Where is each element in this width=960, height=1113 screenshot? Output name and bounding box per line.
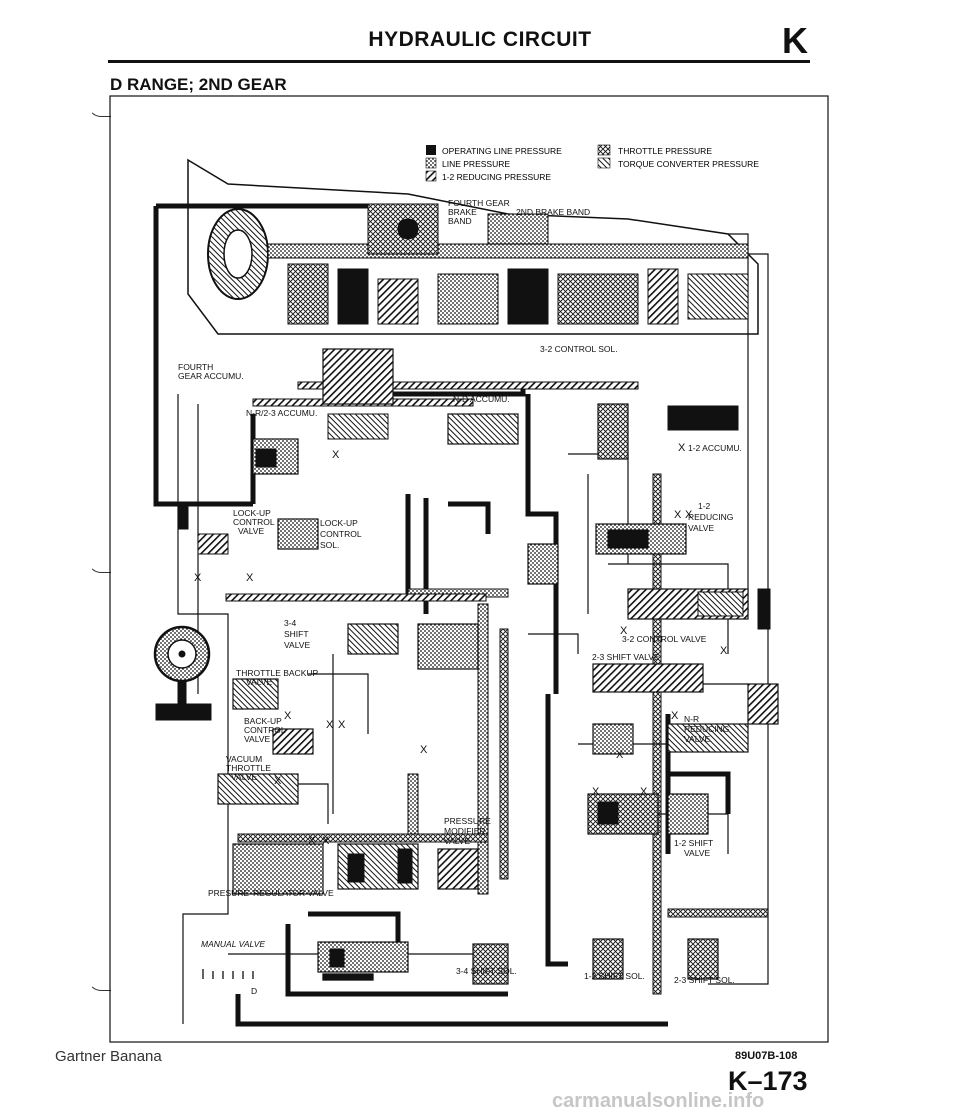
legend-label-line: LINE PRESSURE <box>442 159 510 169</box>
legend-swatch-fine <box>597 157 611 169</box>
label-fourth-accumu-2: GEAR ACCUMU. <box>178 371 244 381</box>
footer-credit: Gartner Banana <box>55 1048 162 1065</box>
svg-text:X: X <box>308 835 316 847</box>
header-rule <box>108 60 810 63</box>
section-letter: K <box>782 20 808 61</box>
label-vacuum-throttle-c: VALVE <box>231 772 257 782</box>
label-3-4-shift-a: 3-4 <box>284 618 297 628</box>
label-lockup-valve-a: LOCK-UP <box>233 508 271 518</box>
label-nd-accumu: N-D ACCUMU. <box>453 394 510 404</box>
label-3-4-shift-b: SHIFT <box>284 629 309 639</box>
label-pressure-modifier-b: MODIFIER <box>444 826 486 836</box>
label-1-2-reducing-b: REDUCING <box>688 512 733 522</box>
label-1-2-accumu: 1-2 ACCUMU. <box>688 443 742 453</box>
label-nr-reducing-c: VALVE <box>684 734 710 744</box>
legend-swatch-dots <box>425 157 437 169</box>
label-pressure-modifier-c: VALVE <box>444 836 470 846</box>
label-lockup-valve-c: VALVE <box>238 526 264 536</box>
label-vacuum-throttle-b: THROTTLE <box>226 763 271 773</box>
label-fourth-gear: FOURTH GEAR <box>448 198 510 208</box>
svg-text:X: X <box>592 786 600 798</box>
legend-label-converter: TORQUE CONVERTER PRESSURE <box>618 159 759 169</box>
binding-mark <box>88 104 111 117</box>
figure-code: 89U07B-108 <box>735 1050 798 1062</box>
svg-text:X: X <box>420 744 428 756</box>
section-title: D RANGE; 2ND GEAR <box>110 75 287 94</box>
label-vacuum-throttle-a: VACUUM <box>226 754 262 764</box>
label-3-2-control-sol: 3-2 CONTROL SOL. <box>540 344 618 354</box>
transmission-cutaway <box>187 158 759 335</box>
svg-text:X: X <box>274 775 282 787</box>
svg-text:X: X <box>720 645 728 657</box>
page-number: K–173 <box>728 1066 808 1096</box>
label-1-2-reducing-c: VALVE <box>688 523 714 533</box>
component-labels: FOURTH GEAR BRAKE BAND 2ND BRAKE BAND FO… <box>178 198 742 996</box>
label-nr-reducing-b: REDUCING <box>684 724 729 734</box>
label-nr-reducing-a: N-R <box>684 714 699 724</box>
label-backup-control-c: VALVE <box>244 734 270 744</box>
label-3-4-shift-c: VALVE <box>284 640 310 650</box>
svg-text:X: X <box>671 710 679 722</box>
label-2nd-brake-band: 2ND BRAKE BAND <box>516 207 590 217</box>
label-pressure-regulator-b: REGULATOR VALVE <box>253 888 334 898</box>
hydraulic-circuit-diagram: OPERATING LINE PRESSURE LINE PRESSURE 1-… <box>109 95 829 1043</box>
svg-text:X: X <box>284 710 292 722</box>
svg-text:X: X <box>674 509 682 521</box>
valve-bodies <box>177 348 779 985</box>
binding-mark <box>88 978 111 991</box>
svg-text:X: X <box>322 835 330 847</box>
svg-text:X: X <box>338 719 346 731</box>
svg-text:X: X <box>678 442 686 454</box>
binding-mark <box>88 560 111 573</box>
label-1-2-shift-sol: 1-2 SHIFT SOL. <box>584 971 645 981</box>
label-fourth-accumu-1: FOURTH <box>178 362 213 372</box>
label-manual-valve: MANUAL VALVE <box>201 939 265 949</box>
label-throttle-backup-b: VALVE <box>246 677 272 687</box>
label-pressure-modifier-a: PRESSURE <box>444 816 491 826</box>
diagram-frame <box>109 95 829 1043</box>
svg-text:X: X <box>326 719 334 731</box>
label-1-2-shift-a: 1-2 SHIFT <box>674 838 713 848</box>
svg-text:X: X <box>246 572 254 584</box>
legend-swatch-hatch <box>425 170 437 182</box>
label-lockup-sol-a: LOCK-UP <box>320 518 358 528</box>
label-3-2-control-valve: 3-2 CONTROL VALVE <box>622 634 707 644</box>
svg-text:X: X <box>616 749 624 761</box>
label-backup-control-a: BACK-UP <box>244 716 282 726</box>
legend-label-throttle: THROTTLE PRESSURE <box>618 146 712 156</box>
label-throttle-backup-a: THROTTLE BACKUP <box>236 668 319 678</box>
legend-swatch-cross <box>597 144 611 156</box>
label-lockup-valve-b: CONTROL <box>233 517 275 527</box>
label-2-3-shift-sol: 2-3 SHIFT SOL. <box>674 975 735 985</box>
label-band: BAND <box>448 216 472 226</box>
svg-text:X: X <box>620 625 628 637</box>
oil-pump <box>153 625 212 721</box>
label-nr-23-accumu: N-R/2-3 ACCUMU. <box>246 408 317 418</box>
svg-text:X: X <box>640 786 648 798</box>
svg-text:X: X <box>332 449 340 461</box>
watermark: carmanualsonline.info <box>552 1090 765 1112</box>
x-marks: X X X X X X X X X X X X X X X X X X X <box>194 442 728 847</box>
label-lockup-sol-c: SOL. <box>320 540 339 550</box>
label-brake: BRAKE <box>448 207 477 217</box>
legend: OPERATING LINE PRESSURE LINE PRESSURE 1-… <box>425 144 759 182</box>
label-backup-control-b: CONTROL <box>244 725 286 735</box>
label-1-2-reducing-a: 1-2 <box>698 501 711 511</box>
label-pressure-regulator-a: PRESURE <box>208 888 249 898</box>
legend-label-reducing: 1-2 REDUCING PRESSURE <box>442 172 551 182</box>
label-2-3-shift-valve: 2-3 SHIFT VALVE <box>592 652 660 662</box>
svg-text:X: X <box>685 509 693 521</box>
manual-valve-detent <box>202 969 374 981</box>
label-lockup-sol-b: CONTROL <box>320 529 362 539</box>
svg-text:X: X <box>194 572 202 584</box>
legend-swatch-solid <box>426 145 436 155</box>
line-pressure-channels <box>225 381 769 995</box>
label-manual-d: D <box>251 986 257 996</box>
legend-label-operating: OPERATING LINE PRESSURE <box>442 146 562 156</box>
page-header-title: HYDRAULIC CIRCUIT <box>368 28 592 51</box>
label-3-4-shift-sol: 3-4 SHIFT SOL. <box>456 966 517 976</box>
label-1-2-shift-b: VALVE <box>684 848 710 858</box>
